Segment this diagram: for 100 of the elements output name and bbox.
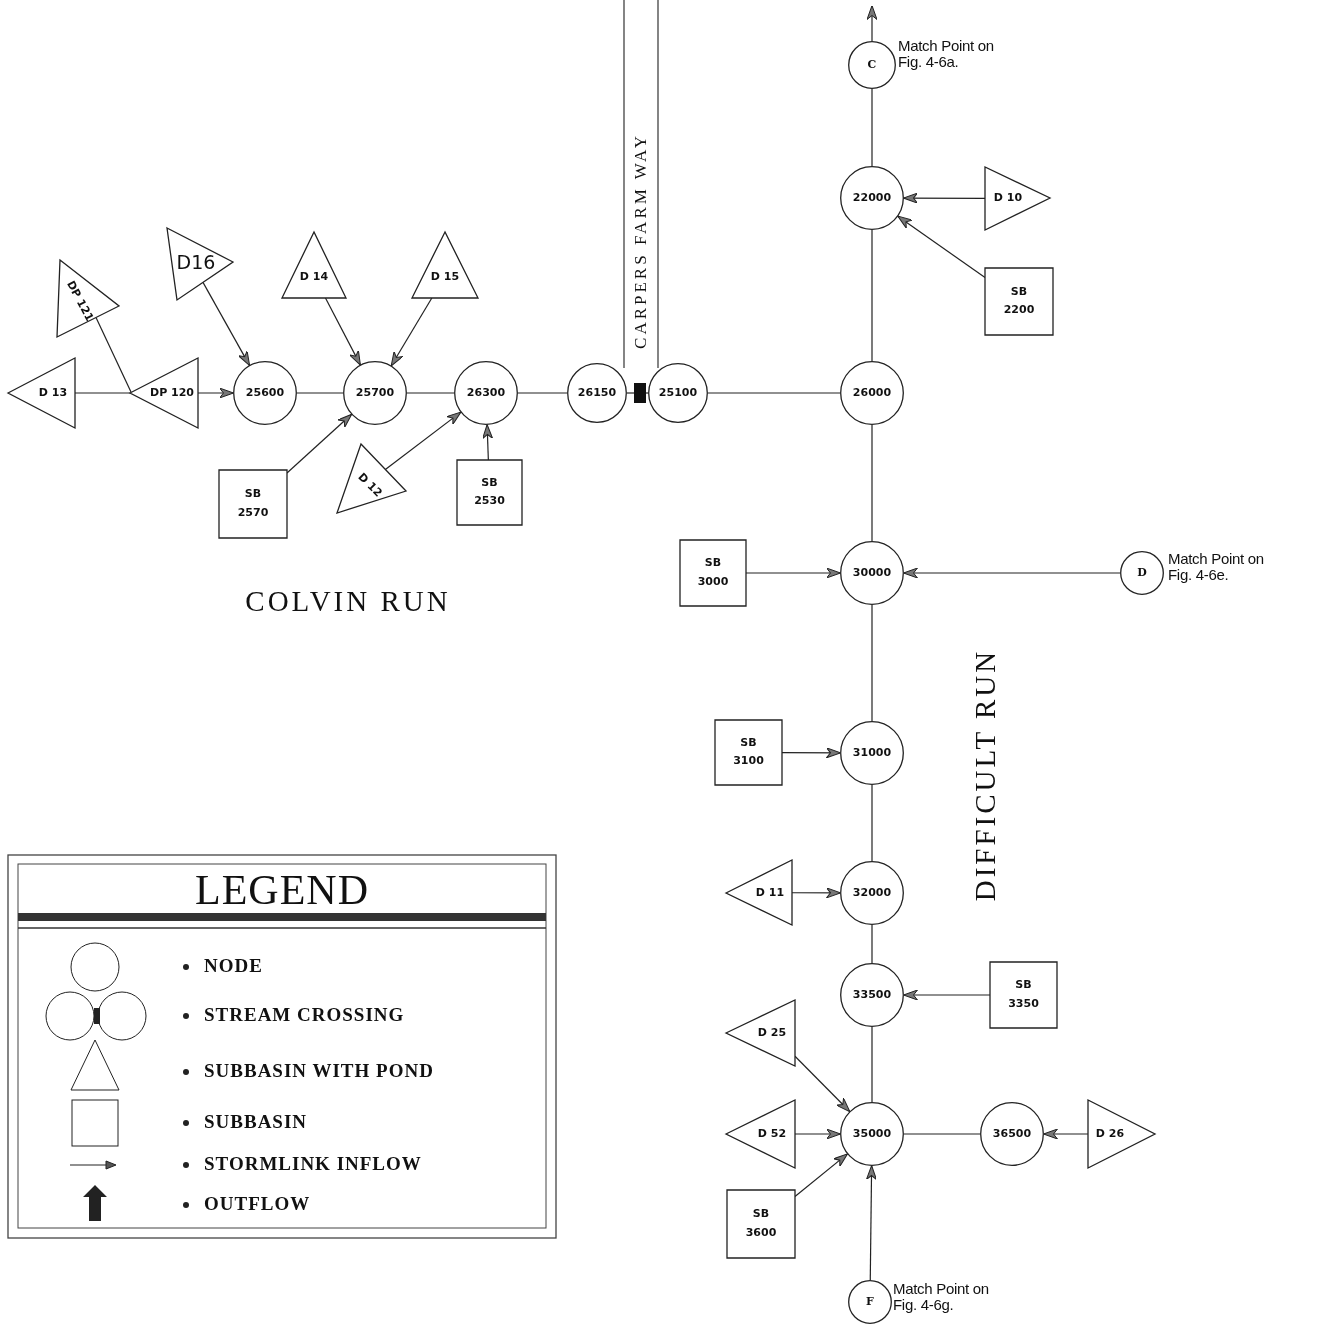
- junction-circle: [840, 721, 904, 785]
- node-id-text: D: [1137, 566, 1147, 580]
- inflow-arrow: [781, 747, 841, 759]
- node-id-text: 26000: [852, 386, 892, 400]
- inflow-arrow: [903, 567, 1121, 579]
- legend-text: OUTFLOW: [204, 1193, 311, 1215]
- inflow-arrow: [903, 192, 986, 204]
- node-id-text: 30000: [852, 566, 892, 580]
- legend-text: NODE: [204, 955, 263, 977]
- inflow-arrow: [384, 411, 462, 471]
- legend-title: LEGEND: [195, 866, 369, 914]
- junction-circle: [980, 1102, 1044, 1166]
- inflow-arrow: [197, 387, 234, 399]
- node-id-text: 26300: [466, 386, 506, 400]
- stream-name: COLVIN RUN: [245, 584, 451, 618]
- inflow-arrow: [202, 281, 251, 366]
- stream-name: DIFFICULT RUN: [968, 648, 1002, 902]
- node-id-text: 26150: [577, 386, 617, 400]
- inflow-arrow: [482, 424, 494, 461]
- node-id-text: SB 3600: [744, 1206, 778, 1241]
- stream-line: [707, 392, 841, 394]
- stream-line: [74, 392, 131, 394]
- node-id-text: F: [866, 1295, 874, 1309]
- stream-line: [871, 1026, 873, 1103]
- stream-line: [296, 392, 344, 394]
- subbasin-box: [990, 962, 1057, 1028]
- node-id-text: D 10: [993, 191, 1023, 205]
- node-id-text: 25100: [658, 386, 698, 400]
- junction-circle: [840, 963, 904, 1027]
- pond-triangle: [282, 232, 346, 298]
- inflow-arrow: [897, 215, 986, 279]
- junction-circle: [648, 363, 708, 423]
- node-id-text: 25600: [245, 386, 285, 400]
- node-id-text: 32000: [852, 886, 892, 900]
- inflow-arrow: [794, 1128, 841, 1140]
- pond-triangle: [726, 1000, 795, 1066]
- stream-line: [871, 229, 873, 362]
- road-name: CARPERS FARM WAY: [631, 133, 651, 349]
- subbasin-box: [680, 540, 746, 606]
- subbasin-box: [727, 1190, 795, 1258]
- inflow-arrow: [794, 1153, 849, 1198]
- pond-triangle: [412, 232, 478, 298]
- stream-line: [871, 924, 873, 964]
- node-id-text: D16: [176, 250, 216, 274]
- subbasin-box: [985, 268, 1053, 335]
- junction-circle: [567, 363, 627, 423]
- node-id-text: C: [867, 58, 877, 72]
- node-id-text: D 14: [299, 270, 329, 284]
- junction-circle: [840, 541, 904, 605]
- stream-line: [626, 392, 649, 394]
- node-id-text: D 26: [1095, 1127, 1125, 1141]
- node-id-text: 33500: [852, 988, 892, 1002]
- node-id-text: DP 121: [63, 278, 97, 324]
- inflow-arrow: [866, 5, 878, 42]
- node-id-text: 31000: [852, 746, 892, 760]
- match-point-circle: [848, 1280, 892, 1324]
- pond-triangle: [57, 260, 119, 337]
- match-point-circle: [848, 41, 896, 89]
- node-id-text: D 15: [430, 270, 460, 284]
- stream-line: [95, 316, 132, 393]
- legend-text: SUBBASIN: [204, 1111, 308, 1133]
- stream-line: [871, 604, 873, 722]
- junction-circle: [840, 166, 904, 230]
- node-id-text: D 13: [38, 386, 68, 400]
- pond-triangle: [726, 1100, 795, 1168]
- node-id-text: D 11: [755, 886, 785, 900]
- inflow-arrow: [390, 297, 433, 367]
- pond-triangle: [337, 444, 406, 513]
- inflow-arrow: [745, 567, 841, 579]
- junction-circle: [840, 861, 904, 925]
- node-id-text: DP 120: [150, 386, 194, 400]
- subbasin-box: [715, 720, 782, 785]
- pond-triangle: [167, 228, 233, 300]
- inflow-arrow: [791, 887, 841, 899]
- inflow-arrow: [794, 1055, 851, 1113]
- stream-line: [871, 784, 873, 862]
- legend-text: STREAM CROSSING: [204, 1004, 405, 1026]
- junction-circle: [840, 1102, 904, 1166]
- node-id-text: D 12: [355, 470, 385, 500]
- node-id-text: 35000: [852, 1127, 892, 1141]
- node-id-text: SB 2200: [1002, 283, 1036, 319]
- node-id-text: D 25: [757, 1026, 787, 1040]
- node-id-text: SB 2530: [473, 474, 506, 510]
- subbasin-box: [219, 470, 287, 538]
- pond-triangle: [726, 860, 792, 925]
- subbasin-box: [457, 460, 522, 525]
- stream-line: [903, 1133, 981, 1135]
- match-point-circle: [1120, 551, 1164, 595]
- junction-circle: [454, 361, 518, 425]
- pond-triangle: [1088, 1100, 1155, 1168]
- pond-triangle: [8, 358, 75, 428]
- inflow-arrow: [324, 297, 361, 366]
- legend-text: SUBBASIN WITH POND: [204, 1060, 434, 1082]
- node-id-text: 22000: [852, 191, 892, 205]
- pond-triangle: [130, 358, 198, 428]
- stream-line: [871, 424, 873, 542]
- node-id-text: SB 2570: [236, 486, 270, 521]
- match-point-note: Match Point on Fig. 4-6e.: [1168, 551, 1265, 583]
- match-point-note: Match Point on Fig. 4-6g.: [893, 1281, 990, 1313]
- junction-circle: [233, 361, 297, 425]
